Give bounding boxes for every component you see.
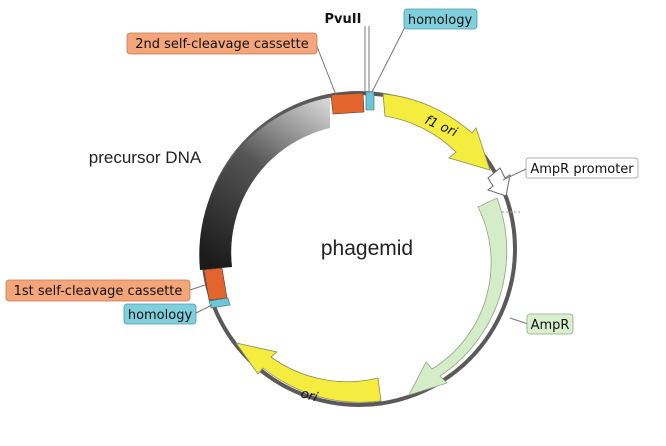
cassette2-label: 2nd self-cleavage cassette <box>135 37 308 52</box>
precursor-dna-label: precursor DNA <box>89 148 202 167</box>
homology-bottom-label: homology <box>128 308 193 323</box>
ampr-promoter-arrow <box>486 167 511 197</box>
amp-promoter-label-box <box>525 157 639 179</box>
homology-top-label-box <box>403 8 478 30</box>
ampr-label: AmpR <box>531 318 570 333</box>
amp-promoter-leader <box>502 168 527 181</box>
ampr-label-box <box>526 313 574 335</box>
ori-arrow <box>235 342 382 403</box>
amp-promoter-label: AmpR promoter <box>530 162 634 177</box>
precursor-dna-block <box>199 97 330 270</box>
ampr-gene-arrow <box>408 197 508 396</box>
cassette1-label-box <box>5 279 191 302</box>
homology-top-label: homology <box>408 13 473 28</box>
cassette-2-block <box>330 92 365 115</box>
cassette2-label-box <box>126 32 318 55</box>
homology-top-block <box>365 91 375 111</box>
pvuii-label: PvuII <box>325 12 362 27</box>
cassette1-leader <box>189 284 206 291</box>
phagemid-center-label: phagemid <box>321 237 413 260</box>
f1-ori-arrow <box>382 93 491 171</box>
ori-label: ori <box>299 386 320 405</box>
cassette-1-block <box>203 267 228 301</box>
cassette2-leader <box>315 43 337 96</box>
cassette1-label: 1st self-cleavage cassette <box>14 284 183 299</box>
homology-bottom-leader <box>195 304 213 314</box>
homology-bottom-label-box <box>123 303 197 325</box>
ampr-leader <box>509 317 529 325</box>
homology-top-leader <box>371 26 406 93</box>
